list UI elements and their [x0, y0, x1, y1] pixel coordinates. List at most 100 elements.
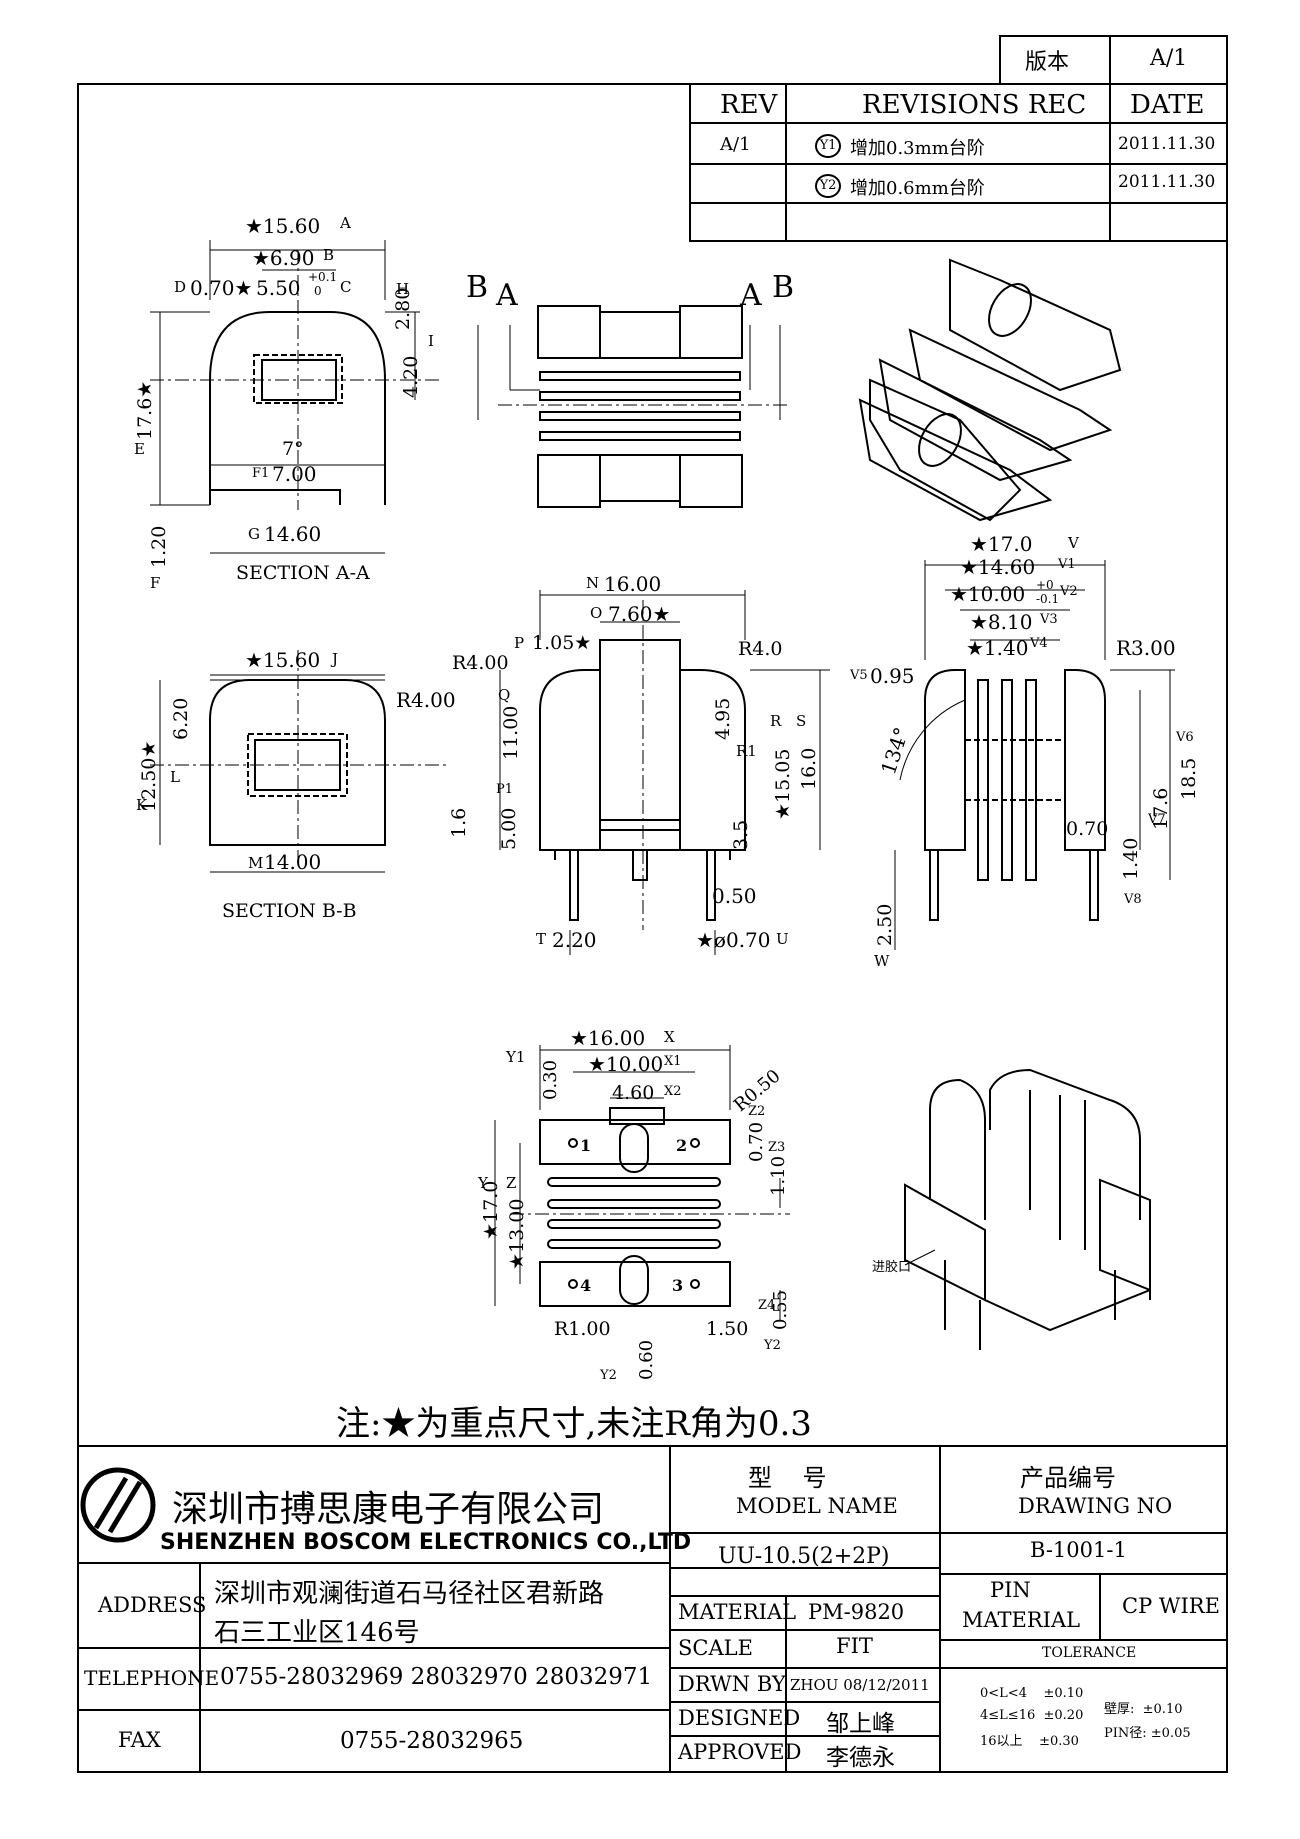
mid-mark-o: O: [590, 604, 603, 622]
rev-row-1-text: 增加0.3mm台阶: [850, 138, 985, 159]
bottom-dim-10-00: ★10.00: [588, 1052, 664, 1076]
drawing-no-value: B-1001-1: [1030, 1538, 1127, 1562]
bottom-dim-16-00: ★16.00: [570, 1026, 646, 1050]
bottom-mark-x: X: [664, 1028, 675, 1046]
pin-material-line1: PIN: [990, 1578, 1031, 1602]
scale-value: FIT: [836, 1634, 873, 1658]
aa-dim-7-00: 7.00: [272, 462, 317, 486]
mid-dim-11-00: 11.00: [500, 705, 522, 760]
rev-row-2-mark: Y2: [815, 174, 841, 198]
fax-value: 0755-28032965: [340, 1728, 524, 1754]
rev-row-2-text: 增加0.6mm台阶: [850, 178, 985, 199]
mid-dim-16-0: 16.0: [798, 747, 820, 790]
bottom-dim-1-50: 1.50: [706, 1318, 749, 1340]
front-label-a-right: A: [740, 278, 762, 313]
mid-dim-1-05: 1.05★: [532, 632, 592, 654]
right-dim-14-60: ★14.60: [960, 555, 1036, 579]
section-aa-view: [150, 240, 440, 554]
approved-value: 李德永: [826, 1745, 895, 1771]
bottom-dim-0-70: 0.70: [746, 1121, 767, 1162]
side-view-right: [894, 560, 1175, 950]
bb-dim-15-60: ★15.60: [245, 648, 321, 672]
drawing-note: 注:★为重点尺寸,未注R角为0.3: [336, 1404, 812, 1444]
aa-dim-17-6: 17.6★: [134, 380, 156, 440]
aa-mark-g: G: [248, 525, 260, 543]
right-dim-tol-minus: -0.1: [1036, 592, 1060, 606]
telephone-value: 0755-28032969 28032970 28032971: [220, 1664, 653, 1690]
mid-dim-r4-0: R4.0: [738, 638, 783, 660]
right-mark-v3: V3: [1040, 612, 1058, 627]
section-bb-caption: SECTION B-B: [222, 900, 357, 922]
right-dim-r3-00: R3.00: [1116, 636, 1176, 660]
bottom-mark-z1: Z2: [748, 1104, 766, 1119]
designed-value: 邹上峰: [826, 1711, 895, 1737]
right-dim-tol-plus: +0: [1036, 578, 1054, 592]
mid-mark-u: U: [776, 930, 789, 948]
right-mark-v5: V5: [850, 668, 868, 683]
right-dim-17-0: ★17.0: [970, 532, 1033, 556]
version-value: A/1: [1150, 46, 1188, 71]
bb-dim-r4: R4.00: [396, 688, 456, 712]
mid-mark-s: S: [796, 712, 807, 730]
aa-mark-e: E: [134, 440, 145, 458]
bottom-dim-13-00: ★13.00: [506, 1198, 528, 1270]
address-line2: 石三工业区146号: [214, 1618, 420, 1648]
bottom-mark-y2: Y2: [600, 1368, 617, 1383]
pin-material-value: CP WIRE: [1122, 1594, 1220, 1618]
bb-mark-l: L: [170, 768, 180, 786]
material-value: PM-9820: [808, 1600, 905, 1624]
date-header: DATE: [1130, 90, 1205, 120]
aa-mark-c: C: [340, 278, 352, 296]
material-label: MATERIAL: [678, 1600, 797, 1624]
bottom-mark-x1: X1: [664, 1054, 682, 1069]
aa-dim-7-deg: 7°: [282, 438, 304, 460]
right-dim-0-95: 0.95: [870, 664, 915, 688]
tolerance-line-2: 4≤L≤16 ±0.20: [980, 1708, 1084, 1723]
aa-mark-f1: F1: [252, 466, 270, 481]
aa-dim-6-90: ★6.90: [252, 246, 315, 270]
aa-dim-tol-zero: 0: [314, 284, 322, 298]
fax-label: FAX: [118, 1728, 161, 1752]
aa-dim-0-70: 0.70★: [190, 276, 253, 300]
mid-mark-r: R: [770, 712, 782, 730]
scale-label: SCALE: [678, 1636, 753, 1660]
aa-dim-5-50: 5.50: [256, 276, 301, 300]
iso-view-assembled: [904, 1068, 1151, 1350]
bottom-pin-2: 2: [676, 1136, 688, 1155]
right-mark-v2: V2: [1060, 584, 1078, 599]
right-dim-2-50: 2.50: [874, 903, 896, 946]
company-logo: [80, 1467, 156, 1543]
approved-label: APPROVED: [678, 1740, 802, 1764]
right-mark-v6: V6: [1176, 730, 1194, 745]
drawing-no-en: DRAWING NO: [1018, 1494, 1173, 1518]
aa-mark-h: H: [396, 280, 410, 298]
rev-row-1-mark: Y1: [815, 134, 841, 158]
model-value: UU-10.5(2+2P): [718, 1544, 890, 1569]
mid-mark-q: Q: [498, 686, 511, 704]
rev-header: REV: [720, 90, 778, 120]
mid-dim-7-60: 7.60★: [608, 602, 671, 626]
bottom-dim-4-60: 4.60: [612, 1082, 655, 1104]
bottom-view: [494, 1045, 790, 1320]
mid-dim-4-95: 4.95: [712, 697, 734, 740]
right-dim-18-5: 18.5: [1178, 757, 1200, 800]
aa-dim-2-80: 2.80: [392, 287, 414, 330]
right-mark-v1: V1: [1058, 557, 1076, 572]
bottom-dim-1-10: 1.10: [768, 1155, 789, 1196]
right-mark-v4: V4: [1030, 636, 1048, 651]
tolerance-line-1: 0<L<4 ±0.10: [980, 1686, 1084, 1701]
bb-mark-m: M: [248, 854, 264, 872]
bottom-mark-z: Z: [506, 1174, 517, 1192]
front-label-b-right: B: [772, 270, 795, 305]
aa-dim-4-20: 4.20: [400, 355, 422, 398]
mid-mark-p1: P1: [496, 782, 514, 797]
tolerance-wall: 壁厚: ±0.10: [1104, 1702, 1183, 1717]
aa-mark-d: D: [174, 278, 187, 296]
pin-material-line2: MATERIAL: [962, 1608, 1081, 1632]
aa-dim-1-20: 1.20: [148, 525, 170, 568]
drawing-no-cn: 产品编号: [1020, 1464, 1116, 1492]
right-mark-v: V: [1068, 534, 1079, 552]
bb-mark-j: J: [332, 650, 339, 668]
mid-dim-5-00: 5.00: [498, 807, 520, 850]
mid-mark-t: T: [536, 930, 547, 948]
